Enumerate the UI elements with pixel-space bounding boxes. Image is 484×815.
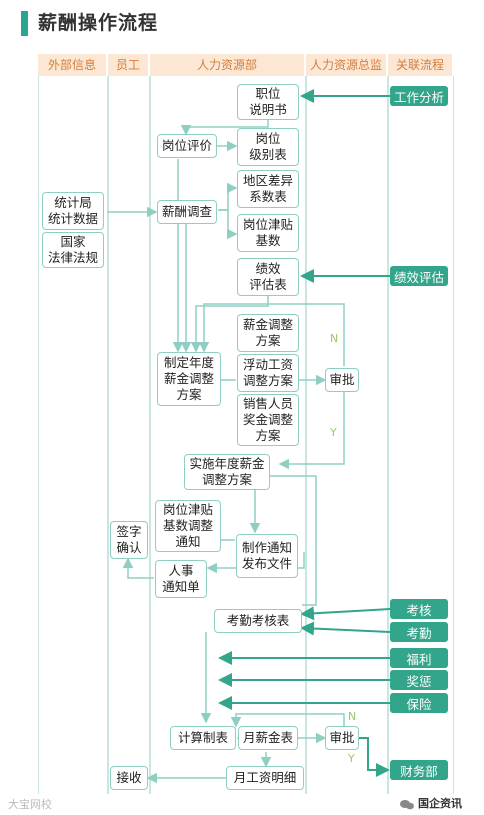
wechat-icon	[400, 796, 414, 810]
calc-table-box: 计算制表	[170, 726, 236, 750]
make-notice-box: 制作通知 发布文件	[236, 534, 298, 578]
performance-table-box: 绩效 评估表	[237, 258, 299, 296]
welfare-tag: 福利	[390, 648, 448, 668]
insurance-tag: 保险	[390, 693, 448, 713]
reward-tag: 奖惩	[390, 670, 448, 690]
job-analysis-tag: 工作分析	[390, 86, 448, 106]
lane-external	[38, 76, 108, 794]
attendance-tag: 考勤	[390, 622, 448, 642]
lane-hr	[150, 76, 306, 794]
float-wage-adjust-box: 浮动工资 调整方案	[237, 354, 299, 392]
region-coefficient-box: 地区差异 系数表	[237, 170, 299, 208]
column-header-director: 人力资源总监	[306, 54, 386, 76]
monthly-salary-box: 月薪金表	[238, 726, 298, 750]
watermark-right: 国企资讯	[418, 797, 462, 810]
column-header-external: 外部信息	[38, 54, 106, 76]
perf-eval-tag: 绩效评估	[390, 266, 448, 286]
implement-plan-box: 实施年度薪金 调整方案	[184, 454, 270, 490]
lane-employee	[108, 76, 150, 794]
finance-tag: 财务部	[390, 760, 448, 780]
title-accent-bar	[21, 11, 28, 36]
law-box: 国家 法律法规	[42, 232, 104, 268]
receive-box: 接收	[110, 766, 148, 790]
page-title: 薪酬操作流程	[38, 12, 159, 34]
salary-adjust-box: 薪金调整 方案	[237, 314, 299, 352]
assess-tag: 考核	[390, 599, 448, 619]
job-evaluation-box: 岗位评价	[157, 134, 217, 158]
lane-director	[306, 76, 388, 794]
approve-box-1: 审批	[325, 368, 359, 392]
annual-plan-box: 制定年度 薪金调整 方案	[157, 352, 221, 406]
no-label-1: N	[330, 332, 339, 345]
allowance-base-box: 岗位津贴 基数	[237, 214, 299, 252]
no-label-2: N	[348, 710, 357, 723]
job-level-box: 岗位 级别表	[237, 128, 299, 166]
job-description-box: 职位 说明书	[237, 84, 299, 120]
column-header-related: 关联流程	[388, 54, 452, 76]
salary-survey-box: 薪酬调查	[157, 200, 217, 224]
yes-label-2: Y	[348, 752, 355, 765]
column-header-employee: 员工	[108, 54, 148, 76]
sales-bonus-adjust-box: 销售人员 奖金调整 方案	[237, 394, 299, 446]
lane-related	[388, 76, 454, 794]
payslip-box: 月工资明细	[226, 766, 304, 790]
column-header-hr: 人力资源部	[150, 54, 304, 76]
sign-confirm-box: 签字 确认	[110, 521, 148, 559]
personnel-notice-box: 人事 通知单	[155, 560, 207, 598]
stats-bureau-box: 统计局 统计数据	[42, 192, 104, 230]
yes-label-1: Y	[330, 426, 337, 439]
attendance-table-box: 考勤考核表	[214, 609, 302, 633]
approve-box-2: 审批	[325, 726, 359, 750]
allowance-notice-box: 岗位津贴 基数调整 通知	[155, 500, 221, 552]
watermark-left: 大宝网校	[8, 798, 52, 811]
